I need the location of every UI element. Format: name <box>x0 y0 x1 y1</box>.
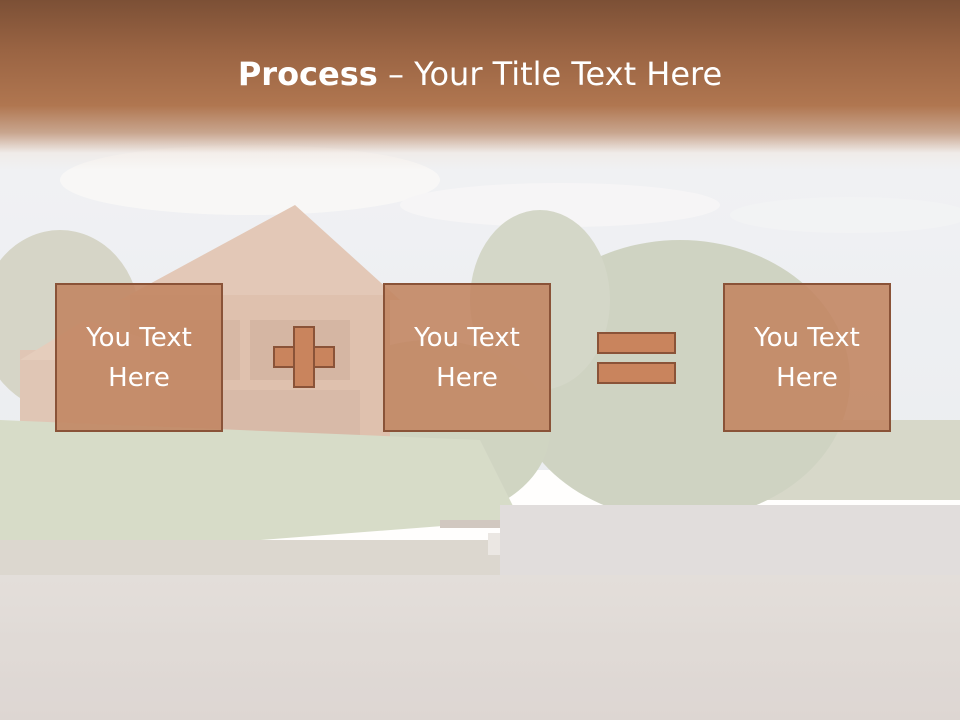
title-bold: Process <box>237 55 378 93</box>
equals-icon <box>597 332 676 384</box>
process-box-2-text: You Text Here <box>402 318 532 398</box>
process-box-3-text: You Text Here <box>742 318 872 398</box>
title-rest: – Your Title Text Here <box>377 55 723 93</box>
process-box-1[interactable]: You Text Here <box>55 283 223 432</box>
process-box-1-line1: You Text <box>86 322 192 353</box>
plus-icon <box>273 326 335 388</box>
process-box-3-line1: You Text <box>754 322 860 353</box>
process-box-2-line1: You Text <box>414 322 520 353</box>
process-box-1-text: You Text Here <box>74 318 204 398</box>
process-box-3[interactable]: You Text Here <box>723 283 891 432</box>
slide-title[interactable]: Process – Your Title Text Here <box>0 52 960 96</box>
process-box-2[interactable]: You Text Here <box>383 283 551 432</box>
process-box-1-line2: Here <box>108 362 170 393</box>
process-box-2-line2: Here <box>436 362 498 393</box>
process-box-3-line2: Here <box>776 362 838 393</box>
title-band <box>0 0 960 170</box>
